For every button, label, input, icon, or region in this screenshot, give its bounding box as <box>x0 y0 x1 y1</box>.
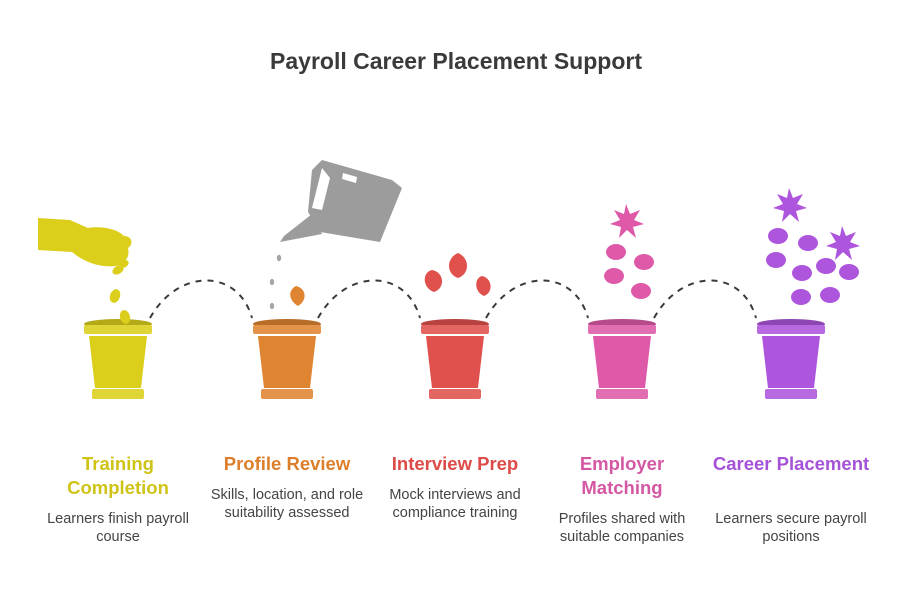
stage-1-description: Learners finish payroll course <box>47 511 189 545</box>
hand-with-seeds-icon <box>38 218 132 324</box>
pot-5 <box>757 319 825 399</box>
connector-1-2 <box>149 279 253 319</box>
stage-2-description: Skills, location, and role suitability a… <box>210 487 364 521</box>
connector-4-5 <box>653 279 757 319</box>
leaves-and-flower-icon <box>604 204 654 299</box>
stage-5-description: Learners secure payroll positions <box>715 511 867 545</box>
sprout-icon <box>290 286 305 306</box>
stage-4-description: Profiles shared with suitable companies <box>558 511 686 545</box>
stage-3-title: Interview Prep <box>391 453 519 474</box>
stage-5-title: Career Placement <box>712 453 870 474</box>
flowers-and-leaves-icon <box>766 188 860 305</box>
stage-4-title: Employer Matching <box>579 453 665 498</box>
watering-can-icon <box>280 160 402 242</box>
connector-2-3 <box>317 279 421 319</box>
pot-1 <box>84 319 152 399</box>
water-drops-icon <box>269 254 282 310</box>
stage-3-description: Mock interviews and compliance training <box>389 487 521 521</box>
pot-4 <box>588 319 656 399</box>
pot-3 <box>421 319 489 399</box>
stage-1-title: Training Completion <box>67 453 169 498</box>
leaves-icon <box>424 253 491 296</box>
connector-3-4 <box>485 279 589 319</box>
pot-2 <box>253 319 321 399</box>
diagram-title: Payroll Career Placement Support <box>270 48 642 74</box>
stage-2-title: Profile Review <box>223 453 351 474</box>
